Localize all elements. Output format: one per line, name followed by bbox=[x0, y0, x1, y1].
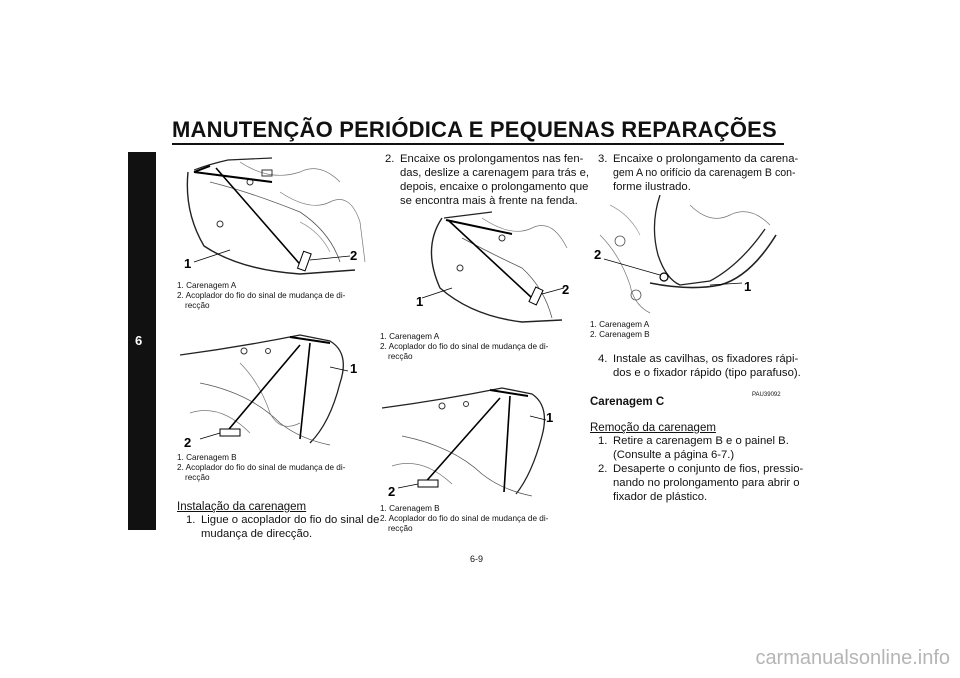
page-number: 6-9 bbox=[470, 554, 484, 564]
fig2-callout-1: 1 bbox=[350, 361, 357, 376]
step-4-line2: dos e o fixador rápido (tipo parafuso). bbox=[613, 367, 801, 379]
fig1-callout-1: 1 bbox=[184, 256, 191, 271]
fig3-callout-2: 2 bbox=[562, 282, 569, 297]
fig5-callout-1: 1 bbox=[744, 279, 751, 294]
chapter-tab bbox=[128, 152, 156, 530]
fig3-caption: 1. Carenagem A 2. Acoplador do fio do si… bbox=[380, 332, 548, 362]
step-removal-1-line1: Retire a carenagem B e o painel B. bbox=[613, 435, 789, 447]
fig5-callout-2: 2 bbox=[594, 247, 601, 262]
fig2-caption: 1. Carenagem B 2. Acoplador do fio do si… bbox=[177, 453, 345, 483]
step-4-line1: Instale as cavilhas, os fixadores rápi- bbox=[613, 353, 799, 365]
fig5-caption-line1: 1. Carenagem A bbox=[590, 320, 650, 329]
step-2-line2: das, deslize a carenagem para trás e, bbox=[400, 167, 590, 179]
fig3-callout-1: 1 bbox=[416, 294, 423, 309]
heading-carenagem-c: Carenagem C bbox=[590, 396, 665, 408]
fig2-caption-line3: recção bbox=[185, 473, 210, 482]
fig2-caption-line2: 2. Acoplador do fio do sinal de mudança … bbox=[177, 463, 346, 472]
fig4-callout-1: 1 bbox=[546, 410, 553, 425]
fig2-callout-2: 2 bbox=[184, 435, 191, 450]
section-installation: Instalação da carenagem bbox=[177, 501, 307, 513]
figure-fairing-b-2: 1 2 bbox=[382, 374, 572, 500]
step-removal-2-line2: nando no prolongamento para abrir o bbox=[613, 477, 800, 489]
watermark: carmanualsonline.info bbox=[755, 647, 950, 669]
step-3-number: 3. bbox=[598, 153, 608, 165]
step-2-line1: Encaixe os prolongamentos nas fen- bbox=[400, 153, 584, 165]
page-title: MANUTENÇÃO PERIÓDICA E PEQUENAS REPARAÇÕ… bbox=[172, 117, 777, 142]
figure-fairing-a-1: 1 2 bbox=[180, 152, 370, 278]
step-2: 2. Encaixe os prolongamentos nas fen- da… bbox=[385, 152, 589, 210]
step-4-number: 4. bbox=[598, 353, 608, 365]
document-code: PAU39092 bbox=[752, 392, 781, 398]
step-1-number: 1. bbox=[186, 514, 196, 526]
fig4-caption: 1. Carenagem B 2. Acoplador do fio do si… bbox=[380, 504, 548, 534]
section-removal: Remoção da carenagem bbox=[590, 422, 716, 434]
fig3-caption-line2: 2. Acoplador do fio do sinal de mudança … bbox=[380, 342, 549, 351]
fig1-caption-line2: 2. Acoplador do fio do sinal de mudança … bbox=[177, 291, 346, 300]
fig5-caption-line2: 2. Carenagem B bbox=[590, 330, 650, 339]
step-4: 4. Instale as cavilhas, os fixadores ráp… bbox=[598, 352, 801, 382]
page-header: MANUTENÇÃO PERIÓDICA E PEQUENAS REPARAÇÕ… bbox=[172, 118, 784, 142]
header-rule bbox=[172, 143, 784, 145]
fig1-caption: 1. Carenagem A 2. Acoplador do fio do si… bbox=[177, 281, 345, 311]
fig3-caption-line1: 1. Carenagem A bbox=[380, 332, 440, 341]
step-3-line3: forme ilustrado. bbox=[613, 181, 691, 193]
step-removal-1-number: 1. bbox=[598, 435, 608, 447]
step-2-number: 2. bbox=[385, 153, 395, 165]
figure-fairing-a-2: 1 2 bbox=[382, 208, 572, 326]
step-3-line1: Encaixe o prolongamento da carena- bbox=[613, 153, 799, 165]
figure-fairing-b-1: 1 2 bbox=[180, 323, 370, 451]
step-1: 1. Ligue o acoplador do fio do sinal de … bbox=[186, 513, 380, 543]
fig1-caption-line3: recção bbox=[185, 301, 210, 310]
step-removal-1-line2: (Consulte a página 6-7.) bbox=[613, 449, 735, 461]
step-removal-2: 2. Desaperte o conjunto de fios, pressio… bbox=[598, 462, 803, 506]
step-1-line2: mudança de direcção. bbox=[201, 528, 313, 540]
fig3-caption-line3: recção bbox=[388, 352, 413, 361]
fig2-caption-line1: 1. Carenagem B bbox=[177, 453, 237, 462]
step-1-line1: Ligue o acoplador do fio do sinal de bbox=[201, 514, 380, 526]
fig5-caption: 1. Carenagem A 2. Carenagem B bbox=[590, 320, 650, 340]
step-3-line2: gem A no orifício da carenagem B con- bbox=[613, 167, 796, 179]
fig4-callout-2: 2 bbox=[388, 484, 395, 499]
fig4-caption-line3: recção bbox=[388, 524, 413, 533]
step-removal-1: 1. Retire a carenagem B e o painel B. (C… bbox=[598, 434, 789, 464]
step-3: 3. Encaixe o prolongamento da carena- ge… bbox=[598, 152, 798, 196]
fig4-caption-line1: 1. Carenagem B bbox=[380, 504, 440, 513]
step-removal-2-line1: Desaperte o conjunto de fios, pressio- bbox=[613, 463, 804, 475]
step-removal-2-number: 2. bbox=[598, 463, 608, 475]
fig1-callout-2: 2 bbox=[350, 248, 357, 263]
fig4-caption-line2: 2. Acoplador do fio do sinal de mudança … bbox=[380, 514, 549, 523]
step-2-line3: depois, encaixe o prolongamento que bbox=[400, 181, 589, 193]
figure-fairing-a-b: 2 1 bbox=[590, 195, 780, 315]
step-removal-2-line3: fixador de plástico. bbox=[613, 491, 708, 503]
chapter-number: 6 bbox=[135, 333, 143, 348]
fig1-caption-line1: 1. Carenagem A bbox=[177, 281, 237, 290]
step-2-line4: se encontra mais à frente na fenda. bbox=[400, 195, 578, 207]
